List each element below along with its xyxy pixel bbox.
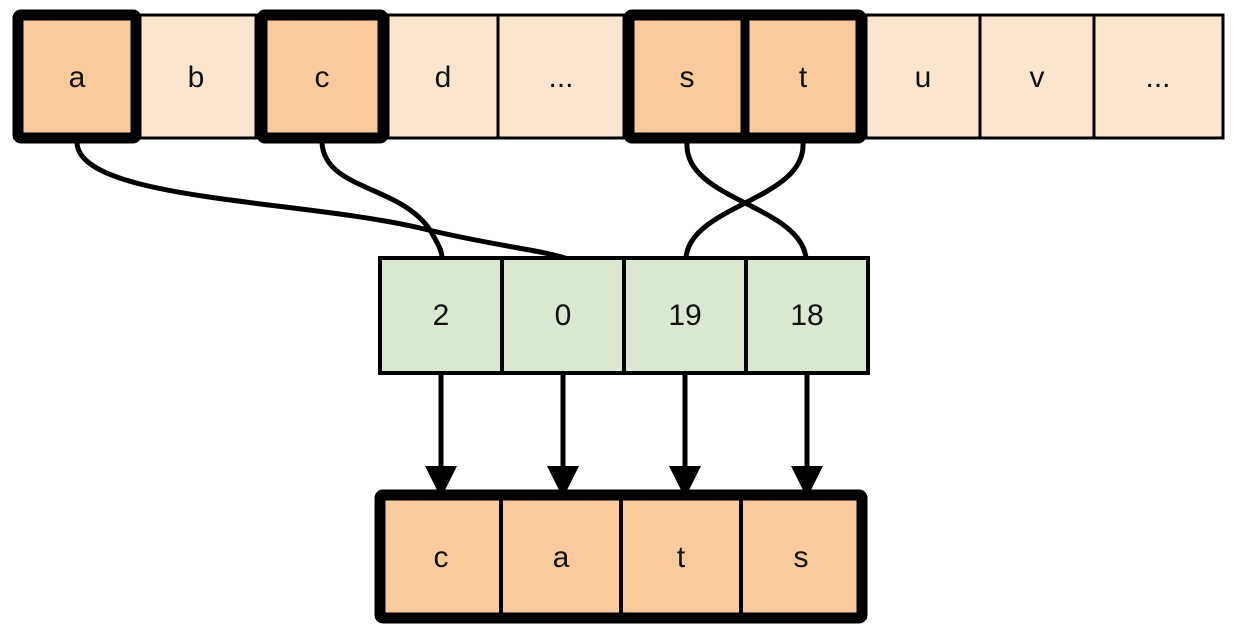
alphabet-label-7: u [915, 61, 932, 94]
word-label-0: c [434, 541, 449, 574]
alphabet-cell-c[interactable] [256, 9, 389, 144]
alphabet-label-6: t [799, 61, 808, 94]
alphabet-label-2: c [315, 61, 330, 94]
index-row: 2 0 19 18 [378, 256, 870, 375]
alphabet-label-4: ... [548, 61, 573, 94]
index-to-word-arrows [425, 375, 824, 498]
index-label-2: 19 [668, 299, 701, 332]
word-label-2: t [677, 541, 686, 574]
alphabet-label-9: ... [1145, 61, 1170, 94]
index-label-3: 18 [790, 299, 823, 332]
index-label-0: 2 [433, 299, 450, 332]
alphabet-label-1: b [188, 61, 205, 94]
alphabet-label-8: v [1030, 61, 1045, 94]
alphabet-cell-v[interactable] [978, 13, 1096, 140]
word-label-1: a [553, 541, 570, 574]
alphabet-row: a b c d ... s t u v ... [12, 9, 1225, 144]
connector-t-to-19 [683, 142, 806, 259]
word-label-3: s [794, 541, 809, 574]
alphabet-cell-a[interactable] [12, 9, 142, 144]
index-label-1: 0 [555, 299, 572, 332]
alphabet-cell-d[interactable] [386, 13, 500, 140]
mapping-connectors [74, 142, 809, 261]
index-cell-2[interactable] [622, 256, 748, 375]
alphabet-cell-ellipsis-2[interactable] [1092, 13, 1225, 140]
index-cell-3[interactable] [744, 256, 870, 375]
connector-c-to-2 [319, 142, 445, 259]
alphabet-cell-ellipsis-1[interactable] [496, 13, 626, 140]
index-cell-0[interactable] [378, 256, 504, 375]
alphabet-label-3: d [435, 61, 452, 94]
connector-a-to-0 [74, 142, 566, 261]
alphabet-label-5: s [680, 61, 695, 94]
alphabet-label-0: a [69, 61, 86, 94]
word-row: c a t s [374, 489, 868, 624]
